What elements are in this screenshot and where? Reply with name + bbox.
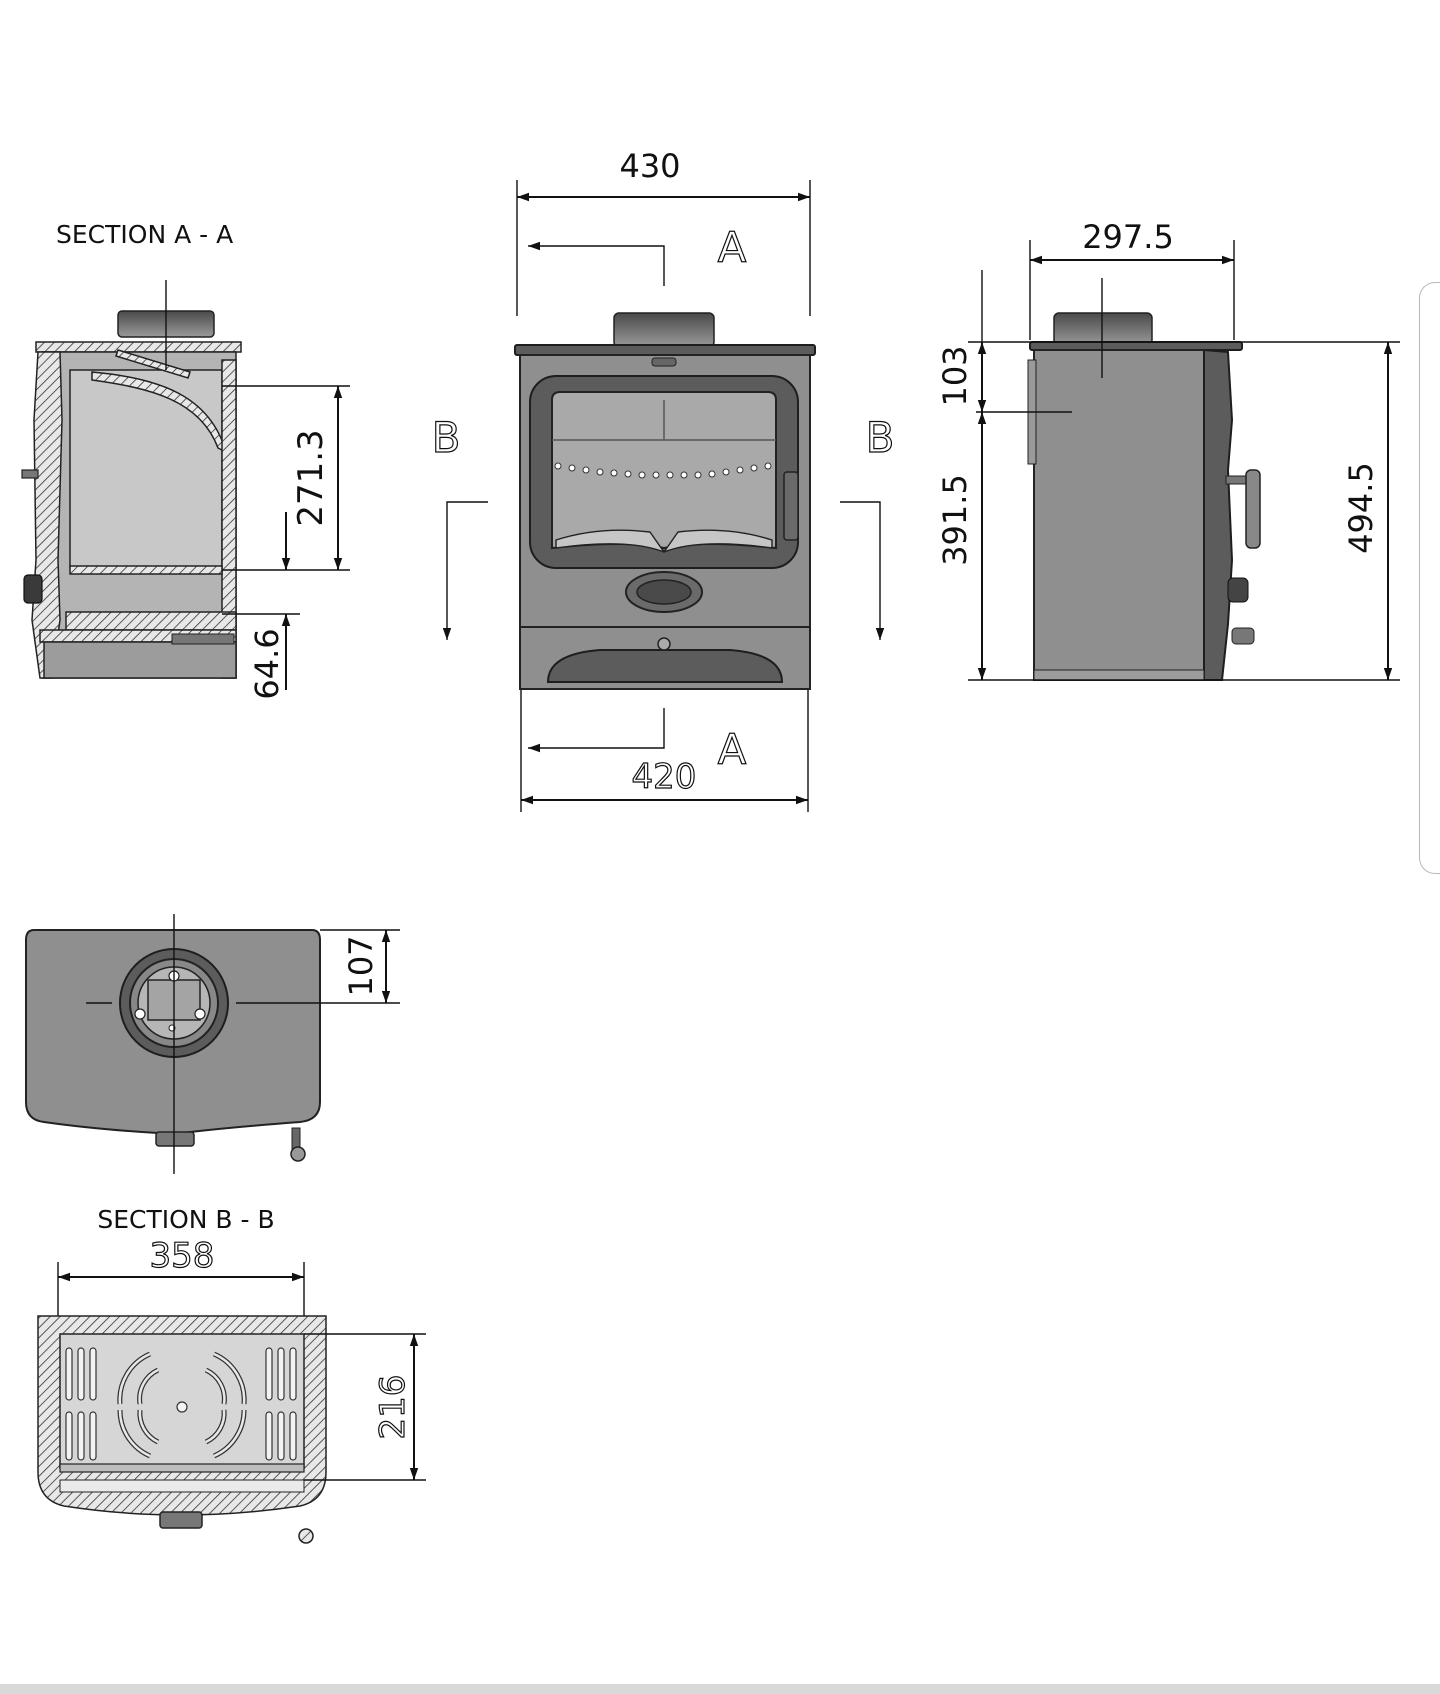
- front-view: 430 A B B: [431, 147, 895, 812]
- section-a-firebox: [69, 369, 223, 569]
- section-b-grate-center: [176, 1401, 188, 1413]
- dim-section-b-depth: 216: [373, 1375, 413, 1440]
- plan-handle-knob: [290, 1146, 306, 1162]
- plan-flue-bolt-right: [194, 1008, 206, 1020]
- section-a-grate: [69, 565, 223, 575]
- front-flue-collar: [613, 312, 715, 348]
- side-door-handle[interactable]: [1245, 469, 1261, 549]
- section-b-marker-left: B: [432, 413, 461, 462]
- dim-side-top-offset: 103: [936, 345, 974, 406]
- section-b-handle-section: [298, 1528, 314, 1544]
- section-a-marker-bottom: A: [718, 725, 747, 774]
- dim-section-b-width: 358: [150, 1236, 215, 1276]
- dim-front-bottom-width: 420: [632, 757, 697, 797]
- section-b-marker-right: B: [866, 413, 895, 462]
- section-a-top-plate: [35, 341, 242, 353]
- section-a-pan-handle: [171, 633, 235, 645]
- section-b-view: SECTION B - B 358: [37, 1205, 426, 1544]
- plan-view: 107: [25, 914, 400, 1174]
- front-airwash-holes: [554, 462, 772, 479]
- side-body: [1033, 349, 1205, 681]
- section-b-air-spigot: [159, 1511, 203, 1529]
- section-b-grate-area: [59, 1333, 305, 1469]
- dim-front-top-width: 430: [619, 147, 680, 185]
- side-ash-knob[interactable]: [1231, 627, 1255, 645]
- front-door-handle[interactable]: [783, 471, 799, 541]
- section-b-riddling-arcs-highlight: [118, 1352, 246, 1458]
- bottom-scroll-bar: [0, 1684, 1440, 1694]
- dim-section-a-inner-height: 271.3: [291, 429, 331, 526]
- section-a-plinth: [43, 641, 237, 679]
- front-top-latch: [651, 357, 677, 367]
- side-handle-stem: [1225, 475, 1249, 485]
- side-flue-collar: [1053, 312, 1153, 346]
- side-door-profile: [1203, 348, 1234, 681]
- section-a-door-handle: [21, 469, 39, 479]
- section-b-title: SECTION B - B: [97, 1205, 274, 1234]
- section-b-marker-left-line: [442, 501, 488, 640]
- front-ash-knob[interactable]: [657, 637, 671, 651]
- section-a-air-control: [23, 574, 43, 604]
- dim-section-a-base-height: 64.6: [248, 628, 286, 699]
- section-a-title: SECTION A - A: [56, 220, 233, 249]
- plan-flue-bolt-left: [134, 1008, 146, 1020]
- dim-side-depth: 297.5: [1082, 218, 1174, 256]
- side-view: 297.5 103 391.5 494.5: [936, 218, 1400, 681]
- dim-plan-flue-offset: 107: [342, 935, 380, 996]
- section-a-marker-bottom-line: [528, 708, 665, 753]
- front-air-control-inner: [636, 579, 692, 605]
- plan-air-control: [155, 1131, 195, 1147]
- section-a-marker-top-line: [528, 241, 665, 286]
- section-a-marker-top: A: [718, 223, 747, 272]
- front-top-plate: [514, 344, 816, 356]
- section-a-view: SECTION A - A 271.3: [21, 220, 350, 700]
- side-air-knob[interactable]: [1227, 577, 1249, 603]
- section-b-door-glass: [59, 1479, 305, 1493]
- section-b-front-bar: [59, 1463, 305, 1473]
- dim-side-flue-height: 391.5: [936, 474, 974, 566]
- section-b-marker-right-line: [840, 501, 885, 640]
- section-a-ash-pan: [65, 611, 237, 631]
- front-grate-bar: [555, 529, 773, 554]
- section-a-front-wall: [31, 351, 63, 679]
- side-base: [1033, 669, 1205, 681]
- front-ash-lip: [546, 649, 784, 683]
- section-b-grate-slots: [65, 1347, 297, 1461]
- dim-side-total-height: 494.5: [1342, 462, 1380, 554]
- side-top-plate: [1029, 341, 1243, 351]
